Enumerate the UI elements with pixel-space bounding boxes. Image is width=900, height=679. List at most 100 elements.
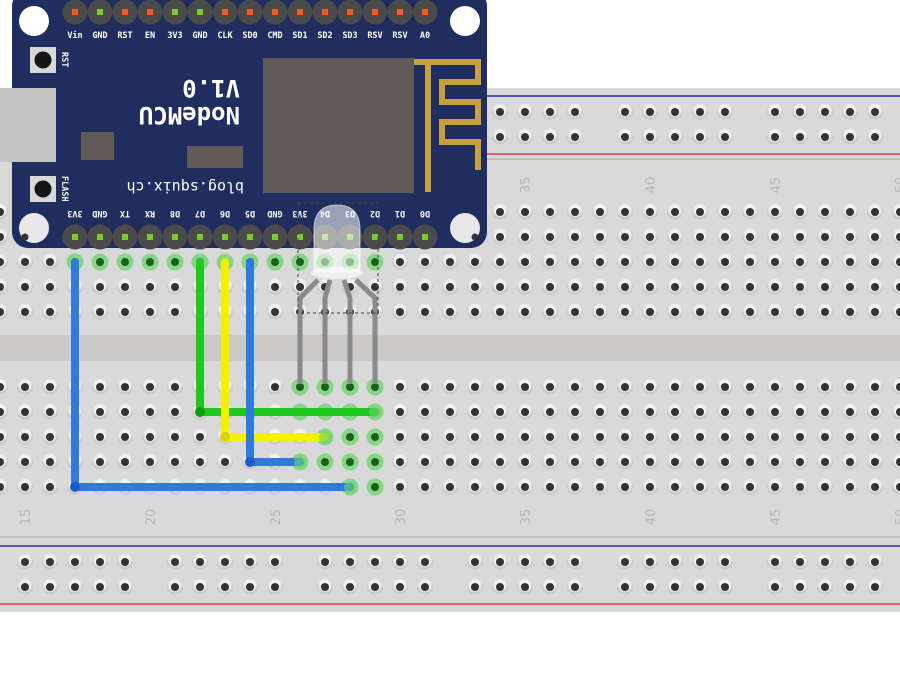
breadboard-hole[interactable] [67, 578, 83, 595]
breadboard-hole[interactable] [0, 478, 8, 495]
breadboard-hole[interactable] [717, 203, 733, 220]
breadboard-hole[interactable] [617, 478, 633, 495]
breadboard-hole[interactable] [417, 278, 433, 295]
breadboard-hole[interactable] [767, 253, 783, 270]
breadboard-hole[interactable] [817, 278, 833, 295]
breadboard-hole[interactable] [317, 578, 333, 595]
breadboard-hole[interactable] [567, 428, 583, 445]
breadboard-hole[interactable] [242, 578, 258, 595]
breadboard-hole[interactable] [617, 403, 633, 420]
breadboard-hole[interactable] [667, 128, 683, 145]
breadboard-hole[interactable] [842, 103, 858, 120]
breadboard-hole[interactable] [117, 553, 133, 570]
breadboard-hole[interactable] [642, 103, 658, 120]
header-pin[interactable]: A0 [412, 0, 438, 41]
breadboard-hole[interactable] [692, 278, 708, 295]
breadboard-hole[interactable] [492, 578, 508, 595]
breadboard-hole[interactable] [617, 128, 633, 145]
breadboard-hole[interactable] [617, 553, 633, 570]
breadboard-hole[interactable] [642, 253, 658, 270]
breadboard-hole[interactable] [67, 553, 83, 570]
breadboard-hole[interactable] [42, 403, 58, 420]
header-pin[interactable]: 3V3 [287, 208, 313, 250]
breadboard-hole[interactable] [817, 378, 833, 395]
breadboard-hole[interactable] [166, 253, 184, 271]
breadboard-hole[interactable] [392, 478, 408, 495]
breadboard-hole[interactable] [692, 578, 708, 595]
breadboard-hole[interactable] [867, 378, 883, 395]
breadboard-hole[interactable] [417, 303, 433, 320]
breadboard-hole[interactable] [492, 553, 508, 570]
breadboard-hole[interactable] [692, 303, 708, 320]
rgb-led[interactable] [297, 202, 379, 384]
breadboard-hole[interactable] [717, 478, 733, 495]
breadboard-hole[interactable] [617, 253, 633, 270]
breadboard-hole[interactable] [692, 478, 708, 495]
breadboard-hole[interactable] [92, 578, 108, 595]
breadboard-hole[interactable] [767, 128, 783, 145]
breadboard-hole[interactable] [517, 453, 533, 470]
breadboard-hole[interactable] [0, 203, 8, 220]
breadboard-hole[interactable] [667, 578, 683, 595]
breadboard-hole[interactable] [892, 403, 900, 420]
wire-endpoint[interactable] [294, 456, 306, 468]
breadboard-hole[interactable] [717, 403, 733, 420]
breadboard-hole[interactable] [266, 253, 284, 271]
header-pin[interactable]: D8 [162, 208, 188, 250]
breadboard-hole[interactable] [717, 278, 733, 295]
breadboard-hole[interactable] [0, 378, 8, 395]
wire-endpoint[interactable] [319, 431, 331, 443]
breadboard-hole[interactable] [742, 303, 758, 320]
breadboard-hole[interactable] [842, 378, 858, 395]
breadboard-hole[interactable] [17, 553, 33, 570]
breadboard-hole[interactable] [442, 253, 458, 270]
header-pin[interactable]: GND [262, 208, 288, 250]
breadboard-hole[interactable] [817, 478, 833, 495]
breadboard-hole[interactable] [592, 278, 608, 295]
breadboard-hole[interactable] [592, 453, 608, 470]
header-pin[interactable]: Vin [62, 0, 88, 41]
breadboard-hole[interactable] [392, 578, 408, 595]
breadboard-hole[interactable] [517, 478, 533, 495]
breadboard-hole[interactable] [542, 278, 558, 295]
breadboard-hole[interactable] [592, 228, 608, 245]
breadboard-hole[interactable] [267, 303, 283, 320]
breadboard-hole[interactable] [667, 478, 683, 495]
breadboard-hole[interactable] [542, 428, 558, 445]
breadboard-hole[interactable] [367, 578, 383, 595]
breadboard-hole[interactable] [542, 103, 558, 120]
breadboard-hole[interactable] [567, 403, 583, 420]
header-pin[interactable]: GND [187, 0, 213, 41]
breadboard-hole[interactable] [717, 128, 733, 145]
breadboard-hole[interactable] [366, 428, 384, 446]
breadboard-hole[interactable] [717, 303, 733, 320]
breadboard-hole[interactable] [167, 553, 183, 570]
breadboard-hole[interactable] [17, 478, 33, 495]
breadboard-hole[interactable] [842, 453, 858, 470]
breadboard-hole[interactable] [567, 103, 583, 120]
breadboard-hole[interactable] [542, 403, 558, 420]
breadboard-hole[interactable] [492, 403, 508, 420]
breadboard-hole[interactable] [767, 453, 783, 470]
breadboard-hole[interactable] [92, 378, 108, 395]
breadboard-hole[interactable] [316, 453, 334, 471]
breadboard-hole[interactable] [92, 303, 108, 320]
breadboard-hole[interactable] [117, 453, 133, 470]
breadboard-hole[interactable] [367, 553, 383, 570]
breadboard-hole[interactable] [592, 478, 608, 495]
breadboard-hole[interactable] [517, 378, 533, 395]
breadboard-hole[interactable] [642, 553, 658, 570]
breadboard-hole[interactable] [492, 228, 508, 245]
breadboard-hole[interactable] [542, 478, 558, 495]
header-pin[interactable]: SD0 [237, 0, 263, 41]
breadboard-hole[interactable] [842, 428, 858, 445]
breadboard-hole[interactable] [141, 253, 159, 271]
breadboard-hole[interactable] [442, 303, 458, 320]
breadboard-hole[interactable] [517, 253, 533, 270]
breadboard-hole[interactable] [417, 378, 433, 395]
breadboard-hole[interactable] [192, 578, 208, 595]
breadboard-hole[interactable] [617, 578, 633, 595]
breadboard-hole[interactable] [517, 403, 533, 420]
breadboard-hole[interactable] [692, 128, 708, 145]
breadboard-hole[interactable] [792, 378, 808, 395]
